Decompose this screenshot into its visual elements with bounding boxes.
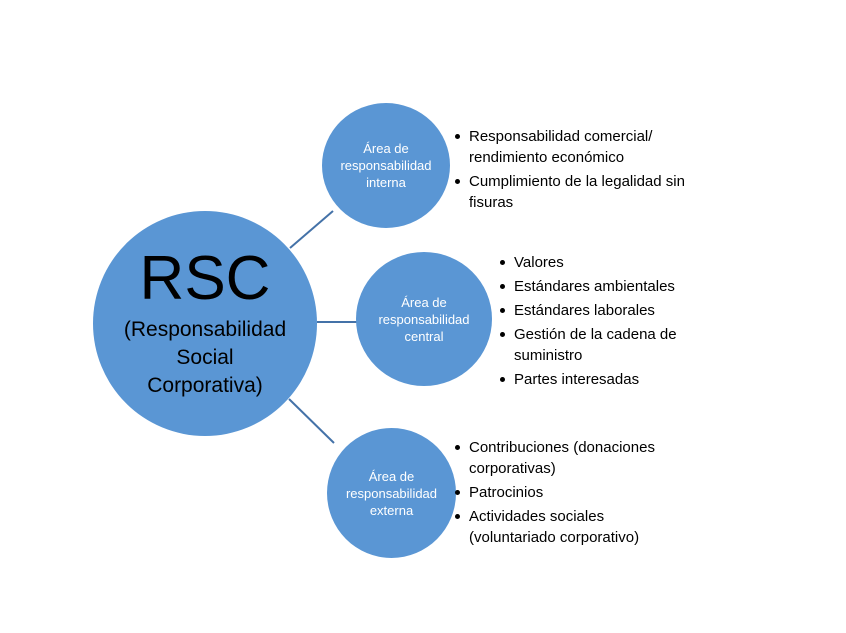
rsc-subtitle-line: (Responsabilidad — [123, 317, 287, 341]
bullet-list-externa: Contribuciones (donaciones corporativas)… — [452, 437, 680, 551]
branch-label-central: Área de responsabilidad central — [378, 294, 470, 344]
list-item: Valores — [497, 252, 702, 273]
bullet-text: Valores — [514, 254, 564, 271]
bullet-text: Actividades sociales (voluntariado corpo… — [469, 508, 640, 546]
branch-circle-externa: Área de responsabilidad externa — [327, 428, 456, 558]
bullet-text: Patrocinios — [469, 484, 544, 501]
branch-circle-central: Área de responsabilidad central — [356, 252, 492, 386]
rsc-center-circle: RSC (Responsabilidad Social Corporativa) — [93, 211, 317, 436]
bullet-list-central: Valores Estándares ambientales Estándare… — [497, 252, 702, 393]
rsc-subtitle-line: Corporativa) — [147, 373, 263, 397]
bullet-text: Partes interesadas — [514, 371, 640, 388]
branch-circle-interna: Área de responsabilidad interna — [322, 103, 450, 228]
bullet-text: Cumplimiento de la legalidad sin fisuras — [469, 173, 685, 211]
bullet-text: Estándares ambientales — [514, 278, 675, 295]
list-item: Cumplimiento de la legalidad sin fisuras — [452, 171, 687, 213]
connector-line-interna — [289, 210, 334, 249]
list-item: Estándares ambientales — [497, 276, 702, 297]
list-item: Responsabilidad comercial/ rendimiento e… — [452, 126, 687, 168]
list-item: Contribuciones (donaciones corporativas) — [452, 437, 680, 479]
bullet-text: Estándares laborales — [514, 302, 655, 319]
rsc-title: RSC — [139, 243, 271, 313]
connector-line-externa — [288, 398, 335, 444]
branch-label-interna: Área de responsabilidad interna — [340, 141, 432, 190]
bullet-list-interna: Responsabilidad comercial/ rendimiento e… — [452, 126, 687, 216]
list-item: Actividades sociales (voluntariado corpo… — [452, 506, 680, 548]
list-item: Partes interesadas — [497, 369, 702, 390]
list-item: Gestión de la cadena de suministro — [497, 324, 702, 366]
bullet-text: Gestión de la cadena de suministro — [514, 326, 677, 364]
list-item: Estándares laborales — [497, 300, 702, 321]
list-item: Patrocinios — [452, 482, 680, 503]
bullet-text: Contribuciones (donaciones corporativas) — [469, 439, 655, 477]
branch-label-externa: Área de responsabilidad externa — [345, 468, 438, 518]
rsc-subtitle: (Responsabilidad Social Corporativa) — [124, 316, 286, 400]
bullet-text: Responsabilidad comercial/ rendimiento e… — [469, 128, 653, 166]
rsc-subtitle-line: Social — [176, 345, 234, 369]
